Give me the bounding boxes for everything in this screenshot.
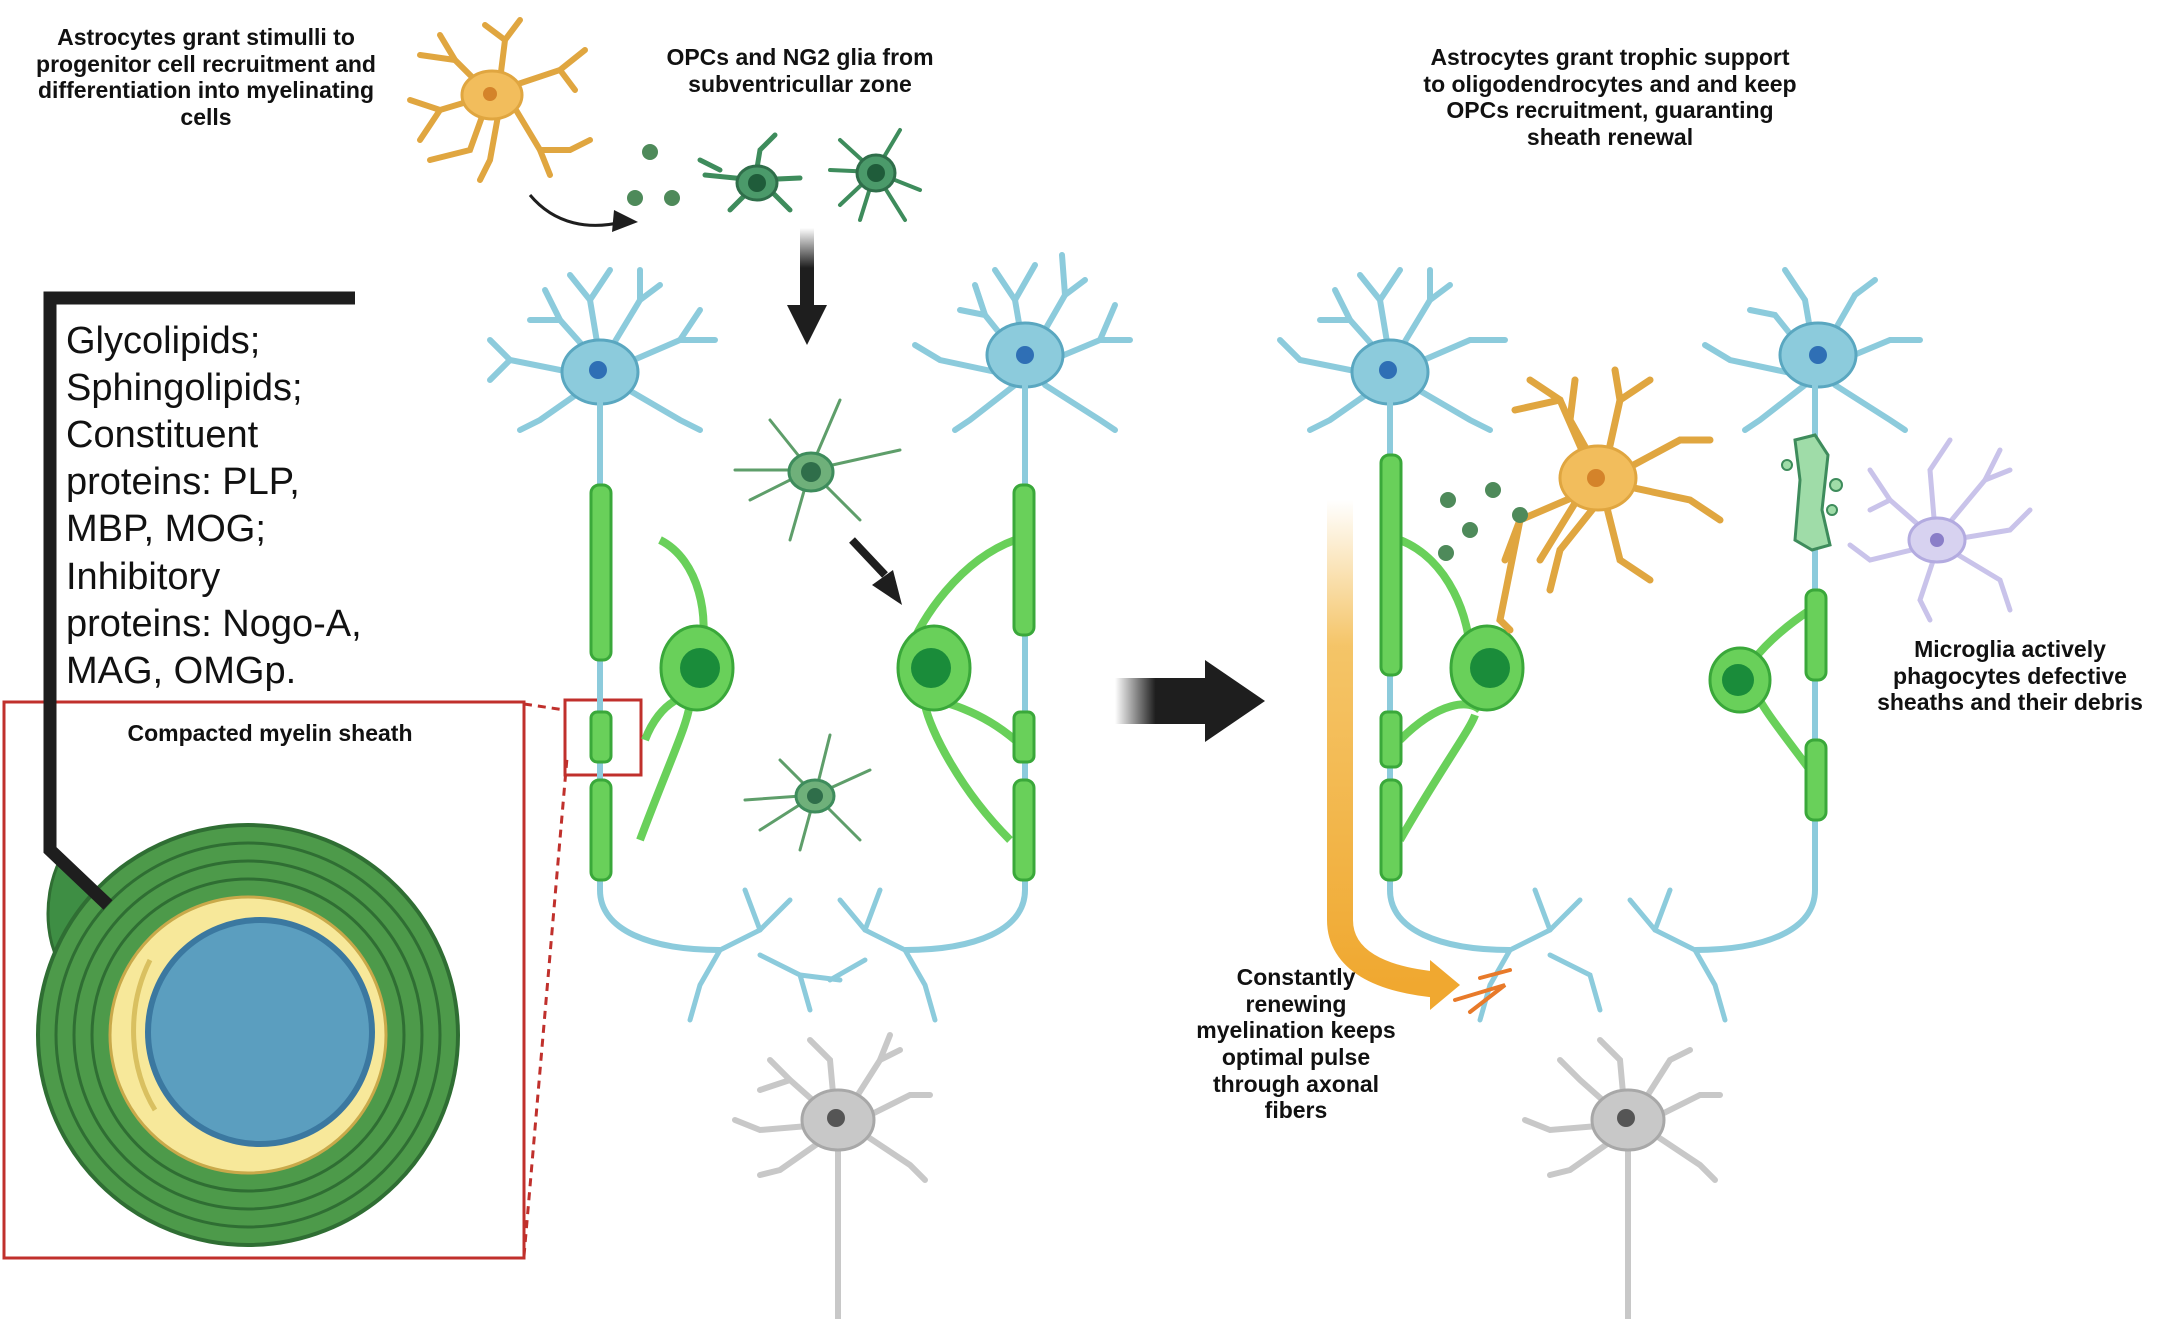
composition-item: Constituent proteins: PLP, MBP, MOG; [66, 414, 300, 551]
big-arrow-head [1205, 660, 1265, 742]
label-renewing: Constantly renewing myelination keeps op… [1196, 964, 1396, 1124]
neuron-right-1 [1277, 267, 1508, 433]
opc-cell-2 [828, 128, 922, 222]
opc-differentiating [733, 398, 902, 542]
diag-arrow-shaft [849, 537, 888, 578]
damaged-sheath [1781, 433, 1843, 552]
synapse-branches-right [1477, 887, 1728, 1023]
myelin-composition-list: Glycolipids; Sphingolipids; Constituent … [66, 318, 366, 695]
callout-line [43, 291, 355, 910]
axon-right-2 [1694, 385, 1818, 953]
axon-left-2 [904, 385, 1028, 953]
big-arrow-shaft [1115, 678, 1205, 724]
label-microglia: Microglia actively phagocytes defective … [1877, 636, 2143, 716]
opc-lower [743, 733, 872, 852]
oligodendrocyte-right [1396, 536, 1814, 842]
myelin-sheath-cross-section [36, 823, 460, 1247]
label-astrocyte-trophic: Astrocytes grant trophic support to olig… [1423, 44, 1797, 151]
down-arrow-shaft [800, 228, 814, 308]
axon-left-1 [597, 400, 721, 953]
trophic-dots-right [1438, 482, 1528, 561]
gray-neuron-right [1522, 1037, 1723, 1319]
astrocyte-right [1496, 366, 1724, 634]
composition-item: Glycolipids; [66, 320, 261, 362]
opc-cell-1 [697, 132, 803, 213]
gray-neuron-left [732, 1032, 933, 1319]
myelin-segments-left [589, 483, 1036, 882]
down-arrow-head [787, 305, 827, 345]
oligodendrocyte-left [636, 536, 1018, 843]
diag-arrow-head [872, 570, 902, 605]
synapse-branches-left [687, 887, 938, 1023]
renewing-arrow-head [1430, 960, 1460, 1010]
trophic-dots [627, 144, 680, 206]
renewing-arrow-shaft [1327, 500, 1442, 998]
pulse-icon [1453, 968, 1512, 1014]
label-opcs: OPCs and NG2 glia from subventricullar z… [666, 44, 934, 97]
myelin-segments-right [1379, 453, 1828, 882]
label-compacted-sheath: Compacted myelin sheath [127, 720, 413, 746]
curved-arrow [528, 194, 623, 227]
label-astrocyte-stimuli: Astrocytes grant stimulli to progenitor … [36, 24, 376, 131]
composition-item: Inhibitory proteins: Nogo-A, MAG, OMGp. [66, 555, 362, 692]
composition-item: Sphingolipids; [66, 367, 303, 410]
microglia [1847, 437, 2033, 623]
astrocyte-nucleus [483, 87, 497, 101]
axon-right-1 [1387, 400, 1511, 953]
